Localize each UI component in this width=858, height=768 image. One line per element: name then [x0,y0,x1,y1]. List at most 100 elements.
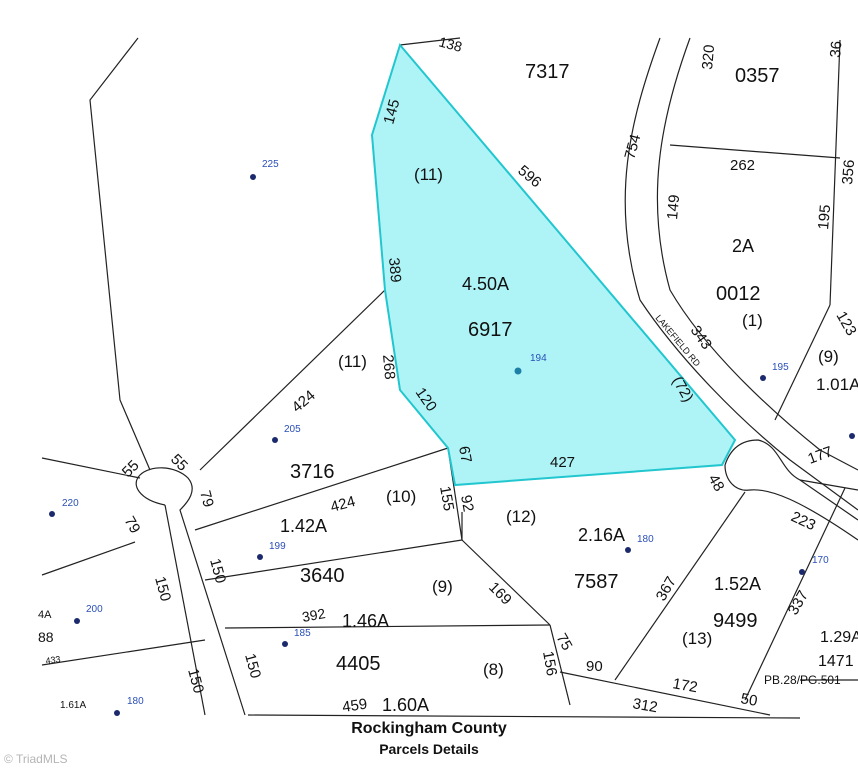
label-4A: 4A [38,609,52,621]
label-195-dim: 195 [815,204,834,230]
label-2A: 2A [732,236,754,256]
label-7317: 7317 [525,61,570,83]
svg-text:199: 199 [269,541,286,552]
label-55-right: 55 [167,451,191,475]
dim-145: 145 [380,97,403,126]
label-356: 356 [839,159,858,185]
label-160: 1.60A [382,695,429,715]
map-title: Rockingham County [351,720,507,737]
label-1471: 1471 [818,653,854,670]
dim-67: 67 [455,445,475,464]
subject-lot-no: (11) [414,165,443,184]
label-88: 88 [38,629,54,645]
label-9499: 9499 [713,610,758,632]
label-433: 433 [45,654,61,666]
label-129: 1.29A [820,629,858,646]
label-142: 1.42A [280,516,327,536]
watermark: © TriadMLS [4,752,68,766]
label-75: 75 [553,631,576,654]
label-150-a: 150 [151,575,174,604]
svg-text:205: 205 [284,424,301,435]
label-lot-1: (1) [742,311,763,330]
label-lot-8: (8) [483,660,504,679]
label-161: 1.61A [60,700,86,711]
svg-text:220: 220 [62,498,79,509]
label-4405: 4405 [336,653,381,675]
map-subtitle: Parcels Details [379,741,479,757]
road-edges [135,37,858,716]
label-150-b: 150 [206,557,229,586]
dim-427: 427 [550,454,575,471]
label-392: 392 [301,605,327,625]
label-123: 123 [833,309,858,339]
label-312: 312 [631,695,659,716]
svg-text:180: 180 [127,696,144,707]
label-lot-10: (10) [386,487,416,506]
label-138: 138 [437,33,464,55]
label-424-upper: 424 [289,387,319,416]
dim-268: 268 [379,354,398,380]
label-320: 320 [699,44,718,70]
label-79-right: 79 [196,489,217,510]
address-point[interactable]: 199 [257,541,286,560]
svg-text:200: 200 [86,604,103,615]
parcel-lines [41,37,858,719]
label-754: 754 [621,132,644,161]
label-459: 459 [341,696,368,716]
label-150-d: 150 [241,652,264,681]
label-149: 149 [664,194,683,220]
label-3716: 3716 [290,461,335,483]
label-177: 177 [806,443,835,468]
label-lot-13: (13) [682,629,712,648]
svg-text:195: 195 [772,362,789,373]
label-337: 337 [785,588,812,618]
label-92: 92 [457,494,477,513]
subject-parcel-id: 6917 [468,319,513,341]
parcel-labels: 7317 0357 320 36 754 262 356 149 195 2A … [38,33,858,716]
address-point[interactable]: 180 [114,696,144,716]
address-point-edge[interactable] [849,433,855,439]
label-169: 169 [485,579,515,609]
label-lot-9-mid: (9) [432,577,453,596]
svg-text:180: 180 [637,534,654,545]
label-216: 2.16A [578,525,625,545]
address-point[interactable]: 205 [272,424,301,443]
label-50: 50 [739,690,758,710]
dim-389: 389 [385,257,404,283]
label-48: 48 [705,472,728,495]
label-90: 90 [586,658,603,675]
address-point[interactable]: 180 [625,534,654,553]
address-point[interactable]: 220 [49,498,79,517]
label-0357: 0357 [735,65,780,87]
label-lot-11-left: (11) [338,352,367,371]
label-0012: 0012 [716,283,761,305]
label-101: 1.01A [816,375,858,394]
label-155: 155 [436,485,457,513]
label-3640: 3640 [300,565,345,587]
address-point[interactable]: 200 [74,604,103,624]
address-point[interactable]: 170 [799,555,829,575]
subject-address-point[interactable] [514,367,522,375]
label-79-left: 79 [121,514,144,537]
address-point[interactable]: 195 [760,362,789,381]
svg-text:185: 185 [294,628,311,639]
label-262: 262 [730,157,755,174]
label-146: 1.46A [342,611,389,631]
label-424-lower: 424 [329,493,358,516]
address-points: 225 205 220 199 200 185 180 195 180 170 [49,159,855,716]
label-150-c: 150 [184,667,207,696]
label-367: 367 [653,574,680,604]
address-point[interactable]: 225 [250,159,279,180]
subject-parcel-shape[interactable] [370,42,737,487]
subject-address-label: 194 [530,353,547,364]
label-plat-book: PB.28/PG.501 [764,673,841,687]
label-36: 36 [827,40,845,58]
svg-text:225: 225 [262,159,279,170]
subject-parcel[interactable]: 194 4.50A 6917 (11) 145 596 389 268 120 … [370,42,737,487]
label-lot-9-right: (9) [818,347,839,366]
label-152: 1.52A [714,574,761,594]
address-point[interactable]: 185 [282,628,311,647]
label-172: 172 [671,675,699,696]
subject-acreage: 4.50A [462,274,509,294]
